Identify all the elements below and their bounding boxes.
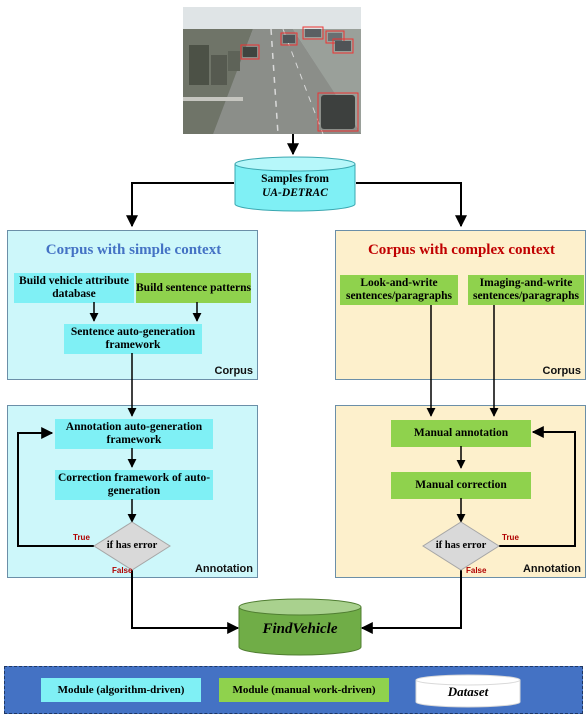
left-decision-label: if has error (106, 540, 158, 551)
correction-framework-box: Correction framework of auto-generation (55, 470, 213, 500)
sentence-auto-generation-box: Sentence auto-generation framework (64, 324, 202, 354)
build-sentence-patterns-box: Build sentence patterns (136, 273, 251, 303)
output-label: FindVehicle (262, 621, 338, 637)
output-cylinder-shape (238, 598, 362, 656)
arrow-source-to-complex (356, 182, 467, 228)
simple-context-corpus-panel: Corpus with simple context Build vehicle… (7, 230, 258, 380)
complex-panel-title: Corpus with complex context (367, 242, 556, 258)
complex-panel-corner-label: Corpus (542, 365, 582, 377)
complex-annotation-panel: Manual annotation Manual correction Anno… (335, 405, 586, 578)
left-false-label: False (112, 566, 133, 575)
simple-panel-title: Corpus with simple context (45, 242, 222, 258)
legend-algorithm-module: Module (algorithm-driven) (41, 678, 201, 702)
arrow-right-false-to-output (360, 570, 462, 634)
right-true-label: True (502, 533, 519, 542)
legend-dataset-cylinder (415, 674, 521, 708)
legend-dataset: Dataset (415, 674, 521, 708)
source-label-line2: UA-DETRAC (262, 187, 328, 199)
legend-manual-module: Module (manual work-driven) (219, 678, 389, 702)
look-and-write-box: Look-and-write sentences/paragraphs (340, 275, 458, 305)
annotation-auto-generation-box: Annotation auto-generation framework (55, 419, 213, 449)
findvehicle-dataset-cylinder: FindVehicle (238, 598, 362, 656)
traffic-photo (183, 7, 361, 134)
traffic-scene-illustration (183, 7, 361, 134)
complex-annotation-corner-label: Annotation (522, 563, 581, 575)
cylinder-shape (234, 156, 356, 212)
build-vehicle-attribute-database-box: Build vehicle attribute database (14, 273, 134, 303)
right-decision-label: if has error (435, 540, 487, 551)
arrow-source-to-simple (126, 182, 234, 228)
arrow-left-false-to-output (131, 570, 240, 634)
left-true-label: True (73, 533, 90, 542)
imaging-and-write-box: Imaging-and-write sentences/paragraphs (468, 275, 584, 305)
source-database-cylinder: Samples from UA-DETRAC (234, 156, 356, 212)
legend-bar: Module (algorithm-driven) Module (manual… (4, 666, 583, 714)
simple-annotation-corner-label: Annotation (194, 563, 253, 575)
manual-correction-box: Manual correction (391, 472, 531, 499)
simple-panel-corner-label: Corpus (214, 365, 254, 377)
legend-dataset-label: Dataset (447, 684, 489, 699)
right-false-label: False (466, 566, 487, 575)
complex-context-corpus-panel: Corpus with complex context Look-and-wri… (335, 230, 586, 380)
source-label-line1: Samples from (261, 173, 329, 185)
manual-annotation-box: Manual annotation (391, 420, 531, 447)
simple-annotation-panel: Annotation auto-generation framework Cor… (7, 405, 258, 578)
